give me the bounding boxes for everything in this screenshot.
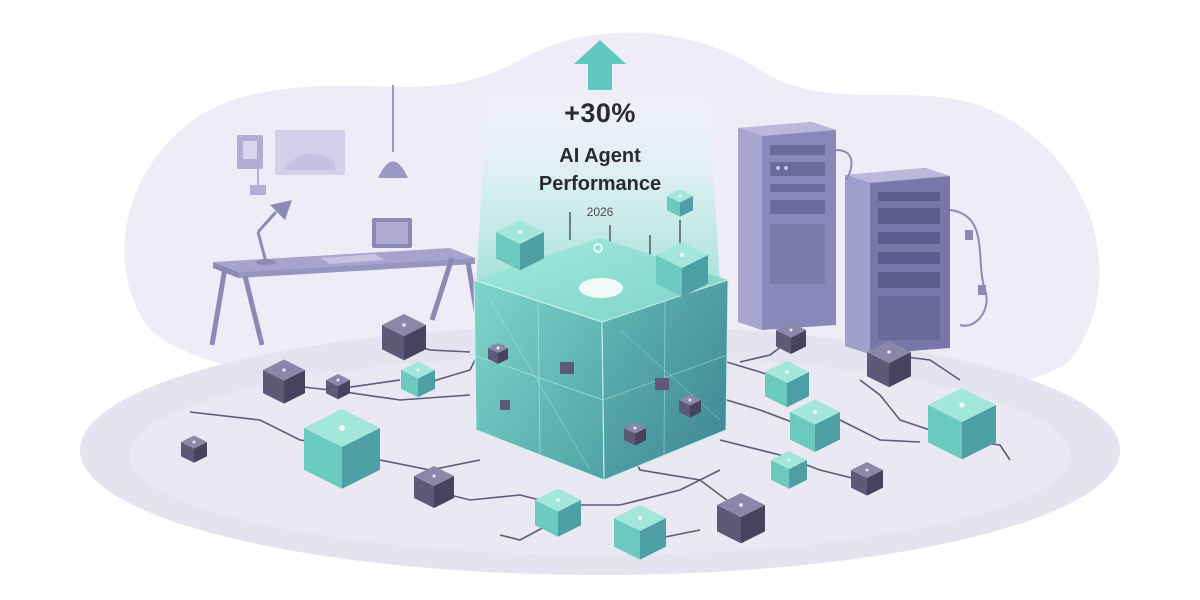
dark-cube [776,322,806,354]
performance-percent: +30% [564,98,636,128]
teal-cube [535,488,581,537]
dark-cube [488,343,508,364]
teal-cube [771,451,807,489]
teal-cube [656,242,708,297]
teal-cube [667,189,693,217]
wall-frames [237,130,345,195]
title-line-1: AI Agent [559,145,641,167]
up-arrow-icon [574,40,626,90]
dark-cube [679,394,701,418]
small-cubes [181,189,996,560]
dark-cube [326,374,350,400]
teal-cube [304,409,380,489]
dark-cube [414,466,454,508]
teal-cube [790,399,840,452]
teal-cube [401,361,435,398]
dark-cube [867,341,911,388]
teal-cube [765,361,809,408]
dark-cube [382,314,426,361]
teal-cube [614,505,666,560]
dark-cube [624,422,646,446]
teal-cube [496,220,544,271]
dark-cube [181,435,207,463]
dark-cube [717,493,765,544]
teal-cube [928,388,996,460]
laptop-icon [320,218,412,264]
dark-cube [851,462,883,496]
pendant-lamp-icon [378,85,408,178]
lamp-icon [256,200,292,265]
dark-cube [263,359,305,404]
server-rack-icon [738,122,988,354]
year-label: 2026 [586,205,614,219]
title-line-2: Performance [538,173,662,195]
